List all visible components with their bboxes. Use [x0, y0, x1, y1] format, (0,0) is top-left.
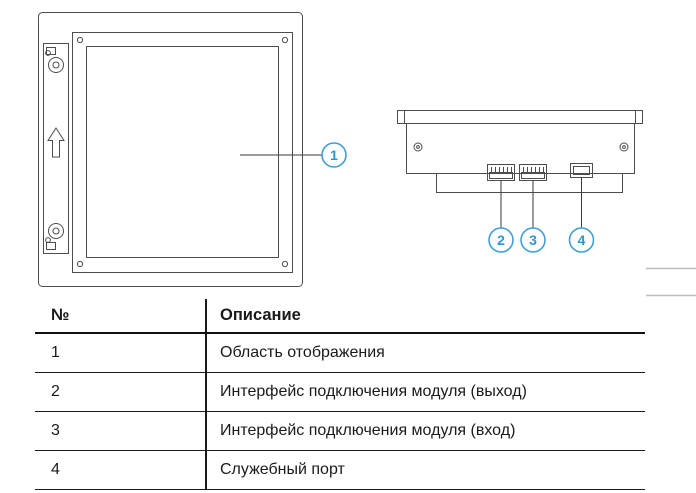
callout-number-2: 2: [497, 232, 505, 248]
mounting-bracket: [43, 43, 69, 254]
module-outer-frame: [38, 12, 303, 287]
row-description: Служебный порт: [205, 451, 645, 489]
callout-circle-2: [488, 227, 514, 253]
module-body: [406, 123, 635, 174]
table-header-description: Описание: [205, 299, 645, 332]
bezel-screw-icon: [76, 260, 84, 268]
table-header-number: №: [51, 306, 70, 324]
front-view-drawing: [38, 12, 303, 287]
callout-1: 1: [240, 142, 347, 168]
page-edge-lines: [646, 267, 696, 297]
row-number: 4: [51, 461, 60, 478]
module-input-connector: [519, 164, 547, 181]
table-row: 1 Область отображения: [35, 334, 645, 373]
module-output-connector: [487, 164, 515, 181]
callout-number-4: 4: [578, 232, 586, 248]
callout-2: 2: [488, 181, 514, 253]
bezel-screw-icon: [281, 260, 289, 268]
side-view-drawing: [397, 110, 643, 193]
callout-4: 4: [568, 178, 595, 253]
table-row: 3 Интерфейс подключения модуля (вход): [35, 412, 645, 451]
bottom-recess: [436, 173, 623, 193]
row-description: Интерфейс подключения модуля (вход): [205, 412, 645, 450]
callout-number-3: 3: [529, 232, 537, 248]
row-description: Интерфейс подключения модуля (выход): [205, 373, 645, 411]
callout-circle-1: [321, 142, 347, 168]
callout-3: 3: [520, 181, 546, 253]
row-number: 2: [51, 383, 60, 400]
display-area: [86, 46, 279, 258]
parts-table: № Описание 1 Область отображения 2 Интер…: [35, 299, 645, 490]
bezel-screw-icon: [281, 36, 289, 44]
display-bezel: [72, 32, 293, 273]
service-port-connector: [570, 163, 593, 178]
table-row: 4 Служебный порт: [35, 451, 645, 490]
device-figure: 1: [38, 12, 696, 297]
up-arrow-icon: [47, 127, 65, 158]
callout-circle-4: [568, 227, 595, 253]
row-description: Область отображения: [205, 334, 645, 372]
row-number: 1: [51, 344, 60, 361]
callout-number-1: 1: [330, 147, 338, 163]
top-plate: [397, 110, 643, 124]
row-number: 3: [51, 422, 60, 439]
table-row: 2 Интерфейс подключения модуля (выход): [35, 373, 645, 412]
callout-circle-3: [520, 227, 546, 253]
table-header-row: № Описание: [35, 299, 645, 334]
bezel-screw-icon: [76, 36, 84, 44]
